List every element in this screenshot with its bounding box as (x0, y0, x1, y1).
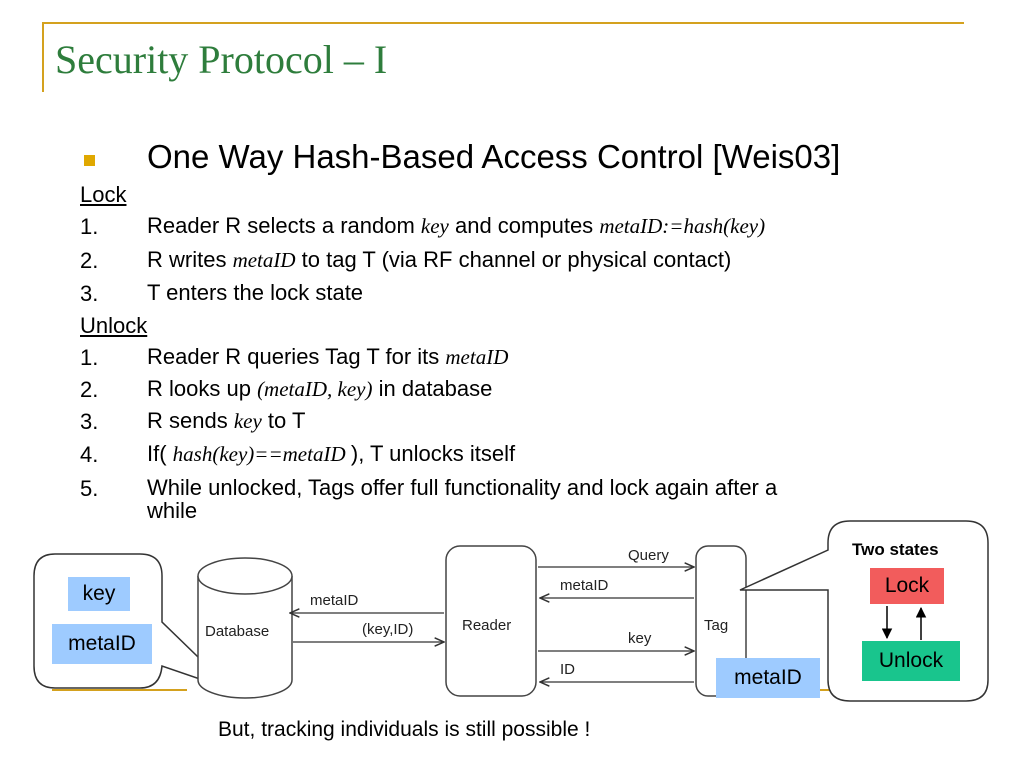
unlock-step-1: Reader R queries Tag T for its metaID (147, 344, 509, 370)
bottom-rule (52, 689, 187, 691)
db-key-box: key (68, 577, 130, 611)
unlock-step-2: R looks up (metaID, key) in database (147, 376, 493, 402)
unlock-state-box: Unlock (862, 641, 960, 681)
metaid-to-reader-label: metaID (560, 577, 609, 594)
database-cylinder (197, 557, 293, 699)
main-bullet-heading: One Way Hash-Based Access Control [Weis0… (147, 138, 841, 175)
unlock-step-5-number: 5. (80, 476, 99, 501)
unlock-state-text: Unlock (878, 649, 944, 672)
lock-step-2: R writes metaID to tag T (via RF channel… (147, 247, 732, 273)
lock-step-1-number: 1. (80, 214, 99, 239)
lock-step-1: Reader R selects a random key and comput… (147, 213, 766, 239)
reader-label: Reader (462, 617, 511, 634)
database-label: Database (205, 623, 269, 640)
footer-note: But, tracking individuals is still possi… (218, 718, 591, 741)
tag-metaid-text: metaID (734, 666, 802, 689)
lock-step-3: T enters the lock state (147, 280, 364, 305)
unlock-step-5-line-1: While unlocked, Tags offer full function… (147, 475, 778, 500)
query-label: Query (628, 547, 669, 564)
bottom-rule-right (818, 689, 838, 691)
db-key-text: key (82, 582, 116, 605)
id-to-reader-label: ID (560, 661, 575, 678)
unlock-section-label: Unlock (80, 313, 148, 338)
reader-box (445, 545, 537, 697)
lock-step-2-number: 2. (80, 248, 99, 273)
key-to-tag-label: key (628, 630, 652, 647)
top-rule (42, 22, 964, 24)
unlock-step-5-line-2: while (147, 498, 198, 523)
lock-step-3-number: 3. (80, 281, 99, 306)
two-states-title: Two states (852, 540, 939, 559)
unlock-step-3-number: 3. (80, 409, 99, 434)
lock-state-box: Lock (870, 568, 944, 604)
page-title: Security Protocol – I (55, 37, 388, 82)
db-metaid-text: metaID (68, 632, 136, 655)
metaid-to-db-label: metaID (310, 592, 359, 609)
left-rule (42, 22, 44, 92)
lock-state-text: Lock (884, 574, 930, 597)
db-metaid-box: metaID (52, 624, 152, 664)
lock-section-label: Lock (80, 182, 127, 207)
unlock-step-4-number: 4. (80, 442, 99, 467)
bullet-square-icon (84, 155, 95, 166)
unlock-step-3: R sends key to T (147, 408, 306, 434)
unlock-step-1-number: 1. (80, 345, 99, 370)
unlock-step-2-number: 2. (80, 377, 99, 402)
tag-metaid-box: metaID (716, 658, 820, 698)
unlock-step-4: If( hash(key)==metaID ), T unlocks itsel… (147, 441, 516, 467)
tag-label: Tag (704, 617, 728, 634)
keyid-to-reader-label: (key,ID) (362, 621, 413, 638)
